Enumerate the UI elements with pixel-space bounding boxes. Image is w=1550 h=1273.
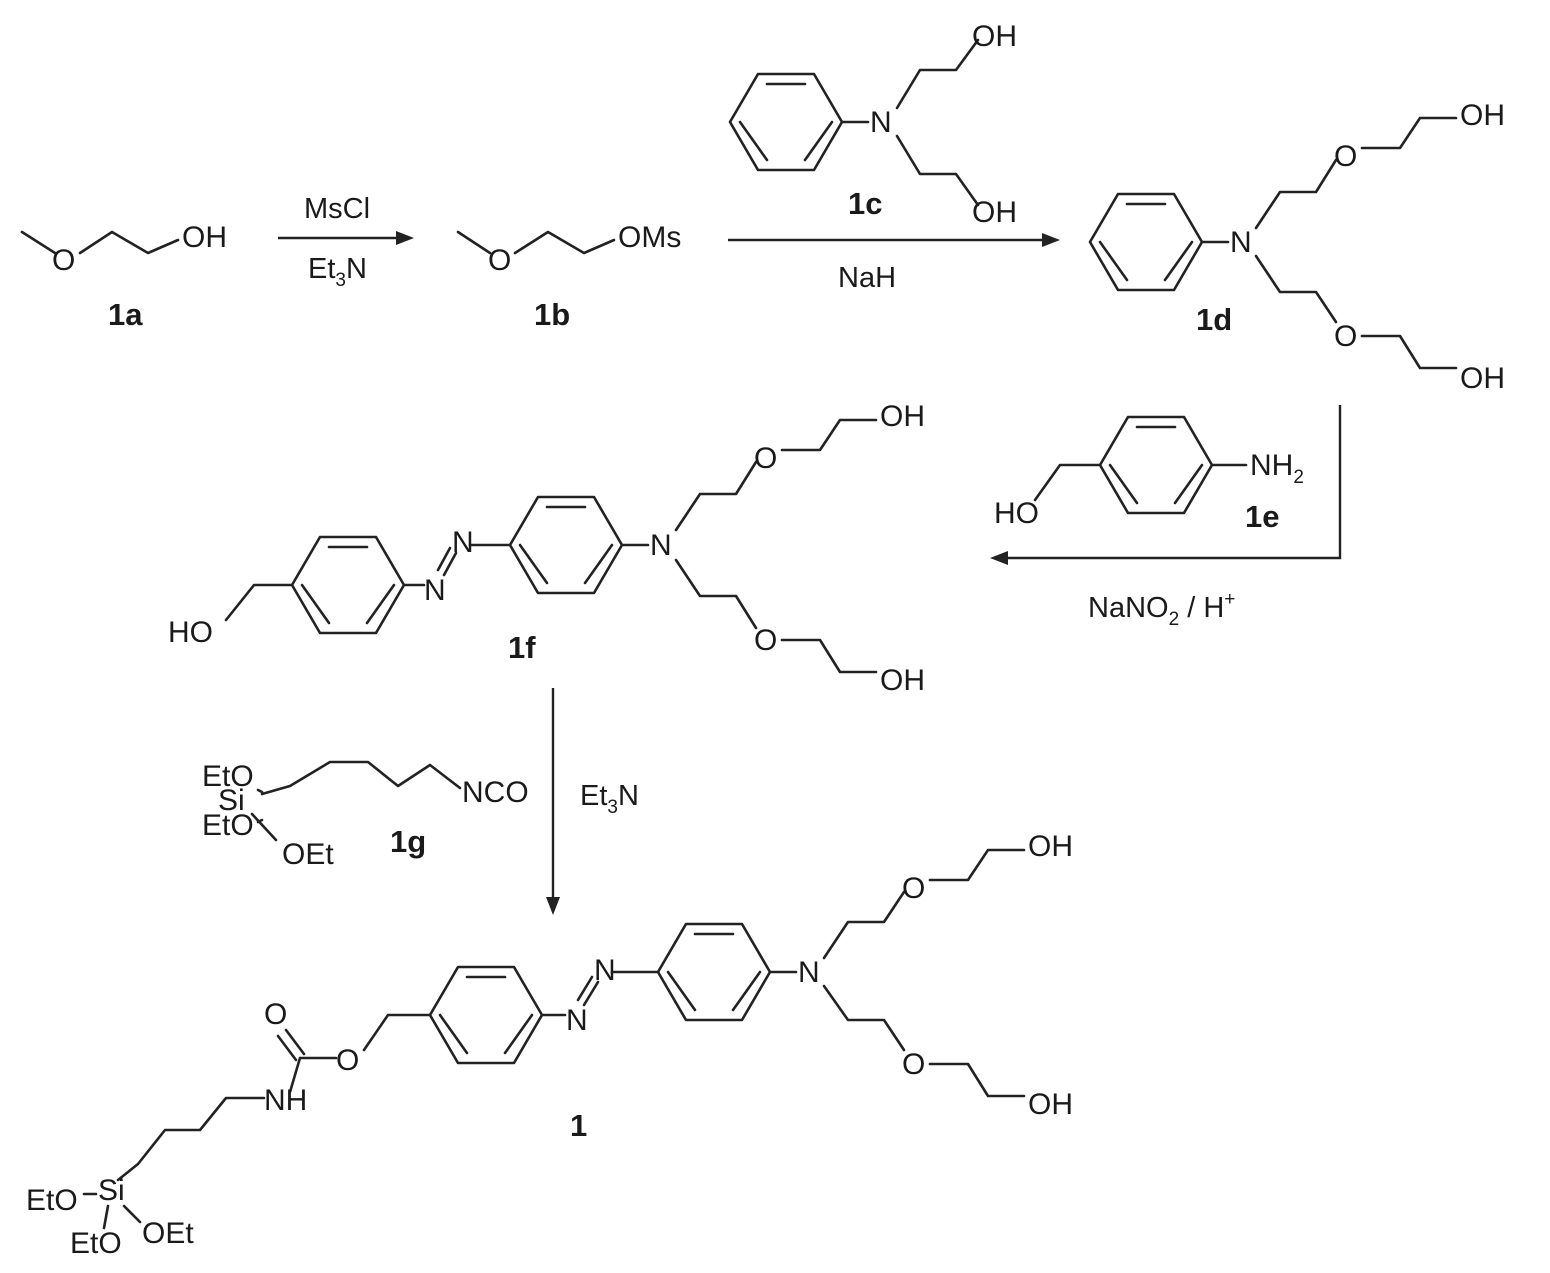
atom-o: O <box>754 442 777 475</box>
atom-oh: OH <box>1460 362 1505 395</box>
atom-oh: OH <box>880 664 925 697</box>
compound-label-1: 1 <box>570 1108 587 1143</box>
molecule-1g: EtO Si EtO OEt NCO 1g <box>202 760 529 871</box>
reagent-nano2: NaNO2 / H+ <box>1088 589 1235 630</box>
atom-o: O <box>1334 140 1357 173</box>
compound-label-1f: 1f <box>508 630 536 665</box>
atom-n: N <box>1230 226 1252 259</box>
atom-o: O <box>52 244 75 277</box>
molecule-1c: N OH OH 1c <box>728 20 1017 229</box>
atom-n: N <box>566 1004 588 1037</box>
compound-label-1g: 1g <box>390 824 426 859</box>
atom-si: Si <box>218 784 245 817</box>
reagent-mscl: MsCl <box>304 193 370 225</box>
molecule-1b: O OMs 1b <box>456 221 681 332</box>
compound-label-1d: 1d <box>1196 302 1232 337</box>
reaction-arrow-1: MsCl Et3N <box>278 193 414 291</box>
atom-oh: OH <box>972 20 1017 53</box>
compound-label-1a: 1a <box>108 297 143 332</box>
reaction-arrow-4: Et3N <box>546 688 639 915</box>
atom-o: O <box>488 244 511 277</box>
atom-o: O <box>264 998 287 1031</box>
atom-o: O <box>754 624 777 657</box>
reagent-et3n: Et3N <box>580 780 639 818</box>
atom-oh: OH <box>972 196 1017 229</box>
reaction-arrow-3: NaNO2 / H+ <box>990 405 1342 630</box>
molecule-1: O O NH Si EtO EtO OEt N N N O O OH OH 1 <box>26 830 1073 1260</box>
molecule-1a: O OH 1a <box>20 221 227 332</box>
molecule-1f: HO N N N O O OH OH 1f <box>168 400 925 697</box>
atom-n: N <box>870 106 892 139</box>
atom-oms: OMs <box>618 221 681 254</box>
atom-n: N <box>798 956 820 989</box>
reagent-nah: NaH <box>838 262 896 294</box>
atom-o: O <box>902 872 925 905</box>
molecule-1d: N O O OH OH 1d <box>1088 99 1505 395</box>
atom-eto: EtO <box>26 1184 78 1217</box>
atom-ho: HO <box>168 616 213 649</box>
atom-oh: OH <box>1028 1088 1073 1121</box>
atom-oh: OH <box>880 400 925 433</box>
reaction-arrow-2: NaH <box>728 233 1060 294</box>
compound-label-1e: 1e <box>1245 499 1279 534</box>
atom-n: N <box>452 526 474 559</box>
atom-o: O <box>336 1044 359 1077</box>
reagent-et3n: Et3N <box>308 253 367 291</box>
atom-eto: EtO <box>202 760 254 793</box>
atom-ho: HO <box>994 497 1039 530</box>
atom-o: O <box>1334 320 1357 353</box>
atom-n: N <box>594 954 616 987</box>
atom-nh2: NH2 <box>1250 449 1304 488</box>
atom-oet: OEt <box>282 838 334 871</box>
atom-eto: EtO <box>202 809 254 842</box>
atom-si: Si <box>98 1174 125 1207</box>
atom-oet: OEt <box>142 1217 194 1250</box>
atom-oh: OH <box>182 221 227 254</box>
compound-label-1c: 1c <box>848 186 882 221</box>
atom-eto: EtO <box>70 1227 122 1260</box>
atom-o: O <box>902 1048 925 1081</box>
atom-n: N <box>424 574 446 607</box>
atom-oh: OH <box>1028 830 1073 863</box>
molecule-1e: NH2 HO 1e <box>994 415 1304 534</box>
atom-nco: NCO <box>462 776 529 809</box>
atom-n: N <box>650 529 672 562</box>
compound-label-1b: 1b <box>534 297 570 332</box>
atom-oh: OH <box>1460 99 1505 132</box>
atom-nh: NH <box>264 1084 307 1117</box>
